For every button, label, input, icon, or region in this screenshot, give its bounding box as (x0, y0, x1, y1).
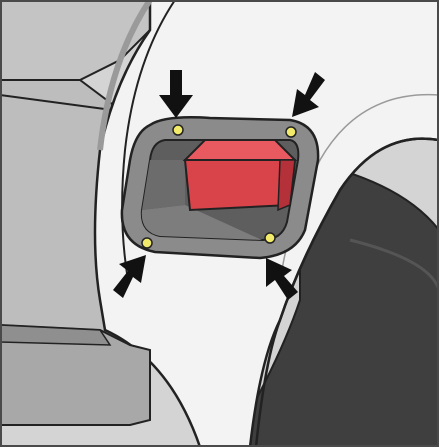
screw-icon (286, 127, 296, 137)
screw-icon (142, 238, 152, 248)
tail-lamp-icon (185, 140, 295, 210)
screw-icon (173, 125, 183, 135)
screw-icon (265, 233, 275, 243)
